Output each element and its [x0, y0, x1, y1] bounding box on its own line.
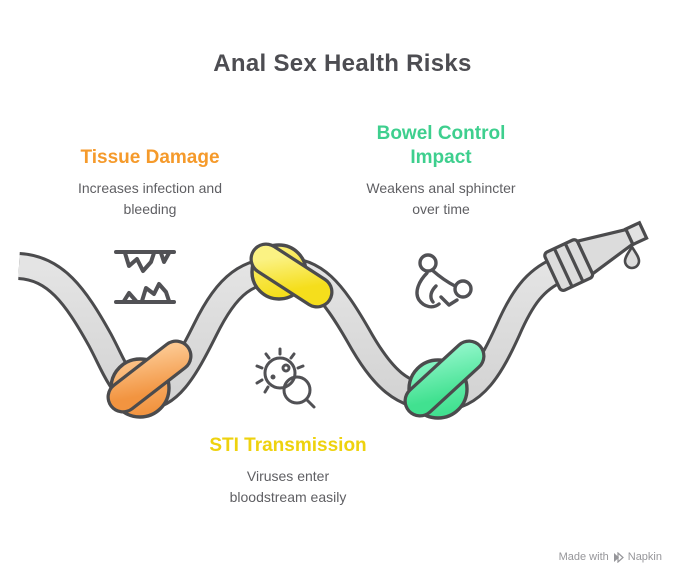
- section-label-sti-transmission: STI Transmission: [209, 435, 367, 456]
- section-bowel-control: Bowel Control Impact Weakens anal sphinc…: [321, 122, 561, 220]
- watermark-brand: Napkin: [627, 551, 662, 563]
- knot-tissue-damage: [106, 339, 193, 419]
- virus-magnifier-icon: [255, 347, 316, 409]
- napkin-logo-icon: [613, 551, 624, 563]
- section-label-tissue-damage: Tissue Damage: [80, 147, 220, 168]
- nozzle: [543, 220, 649, 293]
- section-desc-tissue-damage: Increases infection and bleeding: [78, 180, 222, 217]
- watermark-prefix: Made with: [558, 551, 609, 563]
- made-with-napkin-watermark[interactable]: Made with Napkin: [559, 551, 662, 563]
- page-title: Anal Sex Health Risks: [213, 50, 472, 77]
- section-sti-transmission: STI Transmission Viruses enter bloodstre…: [168, 434, 408, 508]
- section-tissue-damage: Tissue Damage Increases infection and bl…: [30, 146, 270, 220]
- knot-bowel-control: [403, 339, 486, 420]
- torn-tissue-icon: [114, 250, 176, 304]
- knot-sti-transmission: [249, 242, 334, 309]
- section-desc-sti-transmission: Viruses enter bloodstream easily: [229, 468, 347, 505]
- crouching-person-icon: [415, 253, 473, 309]
- section-label-bowel-control: Bowel Control Impact: [376, 123, 506, 168]
- section-desc-bowel-control: Weakens anal sphincter over time: [366, 180, 516, 217]
- drip-droplet-icon: [623, 244, 641, 270]
